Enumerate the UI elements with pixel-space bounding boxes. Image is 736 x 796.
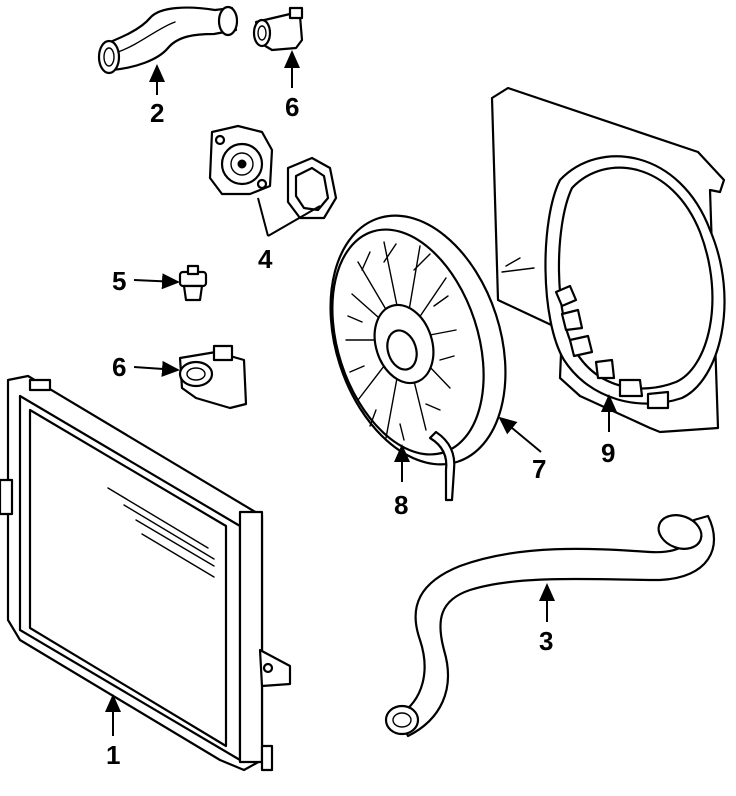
- radiator: [0, 374, 292, 772]
- callout-2: 2: [150, 98, 164, 128]
- water-outlet-top: [252, 6, 304, 52]
- leader-6-lower: [133, 360, 180, 377]
- callout-6-lower: 6: [112, 352, 126, 382]
- leader-4: [257, 197, 321, 237]
- callout-9: 9: [601, 438, 615, 468]
- callout-1: 1: [106, 740, 120, 770]
- callout-4: 4: [258, 244, 273, 274]
- lower-hose: [384, 514, 716, 738]
- leader-5: [133, 273, 180, 290]
- callout-5: 5: [112, 266, 126, 296]
- leader-7: [498, 416, 542, 453]
- cooling-fan: [329, 214, 507, 502]
- callout-8: 8: [394, 490, 408, 520]
- thermostat: [178, 264, 208, 302]
- callout-3: 3: [539, 626, 553, 656]
- thermostat-housing: [208, 124, 274, 196]
- fan-shroud: [490, 86, 726, 434]
- upper-hose: [97, 5, 239, 75]
- callout-7: 7: [532, 454, 546, 484]
- callout-6-top: 6: [285, 92, 299, 122]
- water-inlet: [178, 344, 248, 410]
- thermostat-gasket: [286, 156, 338, 220]
